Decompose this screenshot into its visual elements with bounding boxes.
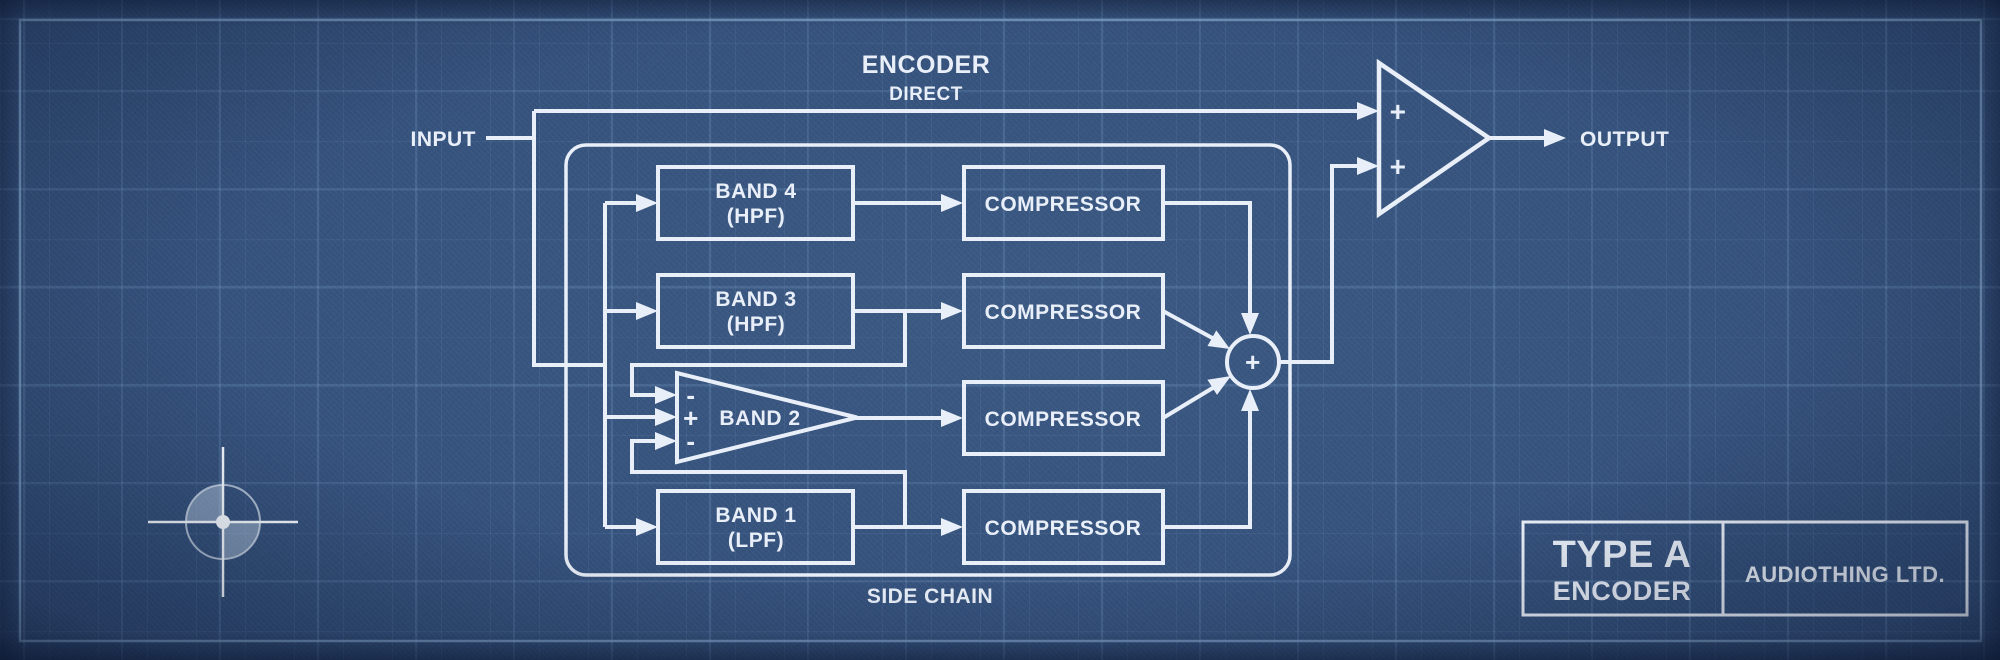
amp-input-sign-top: + — [1390, 96, 1407, 127]
band-4-filter-label: (HPF) — [727, 205, 786, 228]
band-1-label: BAND 1 — [715, 504, 796, 527]
registration-center-dot — [216, 515, 230, 529]
title-block-model-type: ENCODER — [1553, 576, 1692, 606]
page-title: ENCODER — [862, 51, 991, 79]
compressor-3-label: COMPRESSOR — [985, 408, 1142, 431]
direct-path-label: DIRECT — [889, 84, 963, 105]
band-3-filter-label: (HPF) — [727, 313, 786, 336]
title-block-model: TYPE A — [1553, 534, 1692, 576]
amp-input-sign-bottom: + — [1390, 151, 1407, 182]
band-2-label: BAND 2 — [719, 407, 800, 430]
band-3-label: BAND 3 — [715, 288, 796, 311]
output-label: OUTPUT — [1580, 128, 1669, 151]
title-block-company: AUDIOTHING LTD. — [1745, 562, 1945, 587]
compressor-4-label: COMPRESSOR — [985, 517, 1142, 540]
band-4-label: BAND 4 — [715, 180, 796, 203]
input-label: INPUT — [411, 128, 477, 151]
band-2-input-sign-bottom: - — [686, 426, 695, 456]
compressor-1-label: COMPRESSOR — [985, 193, 1142, 216]
side-chain-label: SIDE CHAIN — [867, 585, 993, 608]
band-1-filter-label: (LPF) — [728, 529, 784, 552]
mixer-plus-sign: + — [1245, 347, 1261, 377]
compressor-2-label: COMPRESSOR — [985, 301, 1142, 324]
